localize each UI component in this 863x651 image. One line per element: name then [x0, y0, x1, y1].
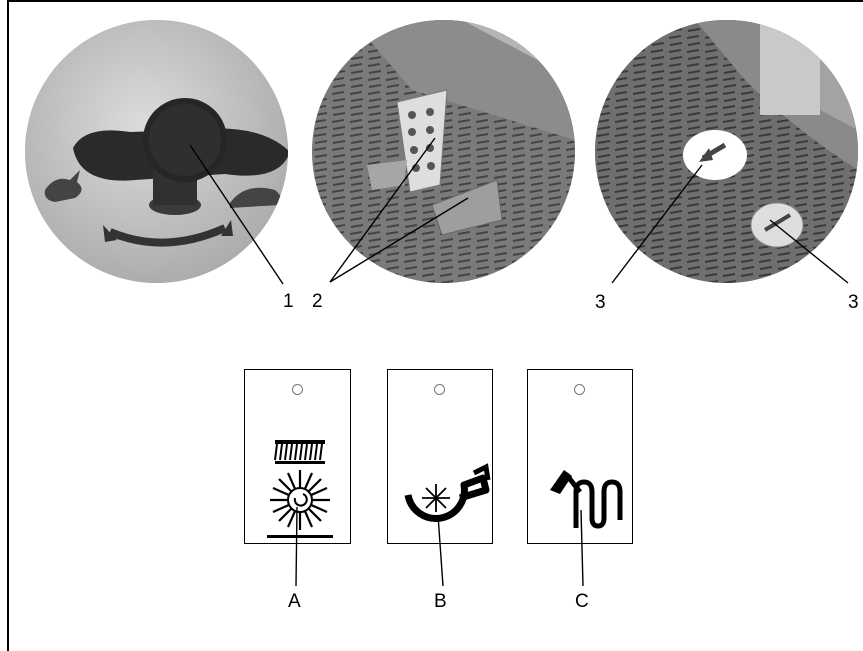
tag-a [244, 369, 351, 544]
tag-label-a: A [288, 592, 301, 611]
photo-speed-knob [25, 20, 288, 283]
photo-floor-openings [595, 20, 858, 283]
speed-knob-illustration [25, 20, 288, 283]
callout-1: 1 [283, 292, 294, 311]
callout-3-right: 3 [848, 293, 859, 312]
tag-c [527, 369, 633, 544]
hammer-heater-icon [528, 370, 634, 545]
brush-roller-icon [245, 370, 352, 545]
callout-3-left: 3 [595, 293, 606, 312]
pedals-illustration [312, 20, 575, 283]
callout-2: 2 [312, 292, 323, 311]
tag-label-b: B [434, 592, 447, 611]
photo-pedals [312, 20, 575, 283]
tag-label-c: C [575, 592, 589, 611]
tag-b [387, 369, 493, 544]
blower-fan-icon [388, 370, 494, 545]
floor-openings-illustration [595, 20, 858, 283]
